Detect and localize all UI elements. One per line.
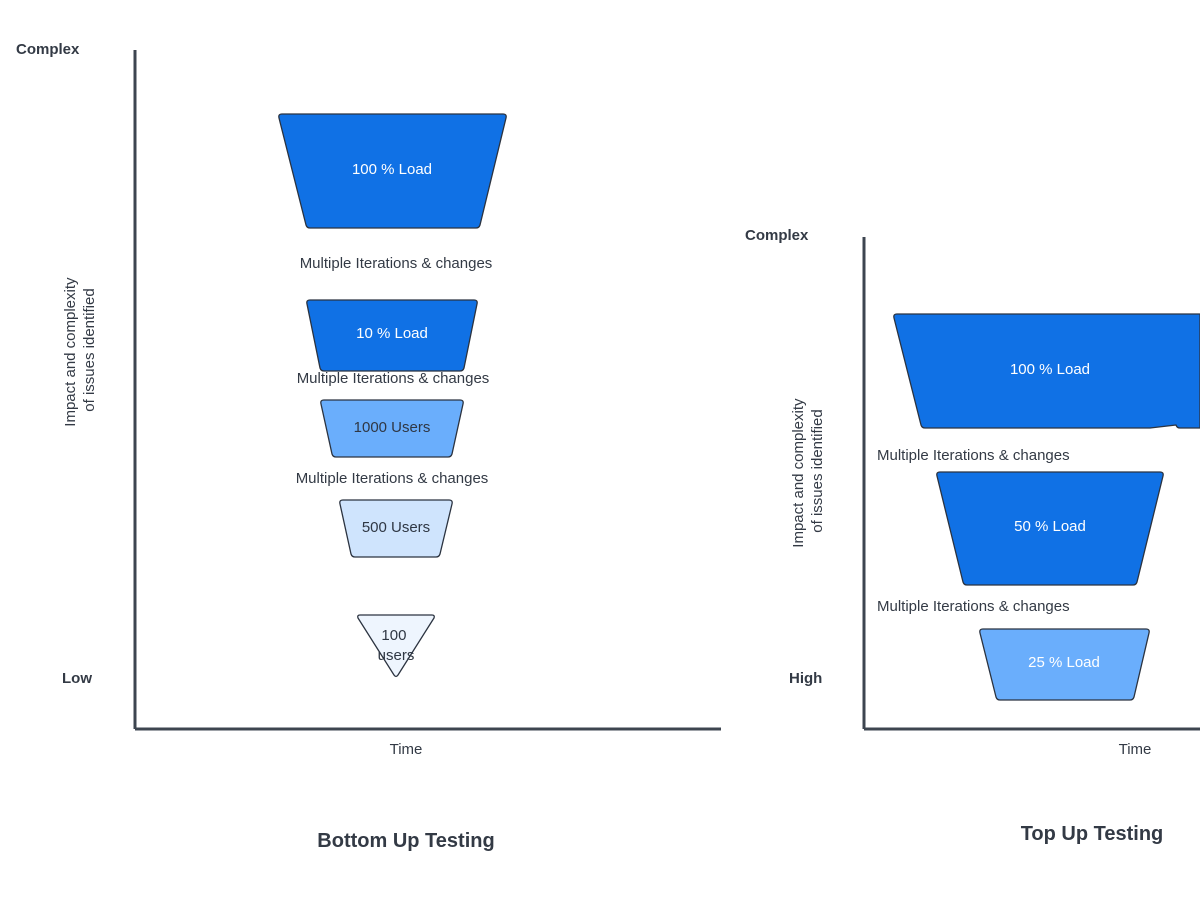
trapezoid-shape [339,499,453,558]
left-shape-500-users: 500 Users [339,499,453,558]
left-shape-100-users: 100 users [357,614,435,678]
shape-label: 100 users [378,627,415,664]
shape-label: 100 % Load [1010,361,1090,378]
left-y-bottom-label: Low [62,670,92,687]
right-y-axis-title-line2: of issues identified [809,409,826,532]
shape-label: 50 % Load [1014,518,1086,535]
shape-label: 500 Users [362,519,430,536]
left-y-axis-title-line1: Impact and complexity [62,277,79,427]
right-x-axis-label: Time [1119,741,1152,758]
top-up-diagram: Complex High Impact and complexity of is… [745,227,1200,845]
right-iteration-label-1: Multiple Iterations & changes [877,447,1070,464]
right-y-bottom-label: High [789,670,822,687]
trapezoid-shape [320,399,464,458]
right-shape-25-load: 25 % Load [979,628,1150,701]
shape-label-line1: 100 [381,627,406,644]
right-y-axis-title: Impact and complexity of issues identifi… [790,394,826,547]
trapezoid-shape [979,628,1150,701]
left-iteration-label-3: Multiple Iterations & changes [296,470,489,487]
left-shape-100-load: 100 % Load [278,113,507,229]
left-iteration-label-2: Multiple Iterations & changes [297,370,490,387]
right-y-top-label: Complex [745,227,809,244]
right-y-axis-title-line1: Impact and complexity [790,398,807,548]
right-shape-100-load: 100 % Load [893,313,1200,429]
shape-label: 25 % Load [1028,654,1100,671]
left-y-axis-title-line2: of issues identified [81,288,98,411]
left-y-top-label: Complex [16,41,80,58]
shape-label: 10 % Load [356,325,428,342]
trapezoid-shape [306,299,478,372]
left-shape-10-load: 10 % Load [306,299,478,372]
right-diagram-title: Top Up Testing [1021,823,1164,845]
shape-label-line2: users [378,647,415,664]
left-iteration-label-1: Multiple Iterations & changes [300,255,493,272]
trapezoid-shape [278,113,507,229]
shape-label: 1000 Users [354,419,431,436]
bottom-up-diagram: Complex Low Impact and complexity of iss… [16,41,721,852]
left-x-axis-label: Time [390,741,423,758]
left-shape-1000-users: 1000 Users [320,399,464,458]
triangle-shape [357,614,435,678]
right-shape-50-load: 50 % Load [936,471,1164,586]
shape-label: 100 % Load [352,161,432,178]
trapezoid-shape [893,313,1200,429]
left-diagram-title: Bottom Up Testing [317,830,494,852]
trapezoid-shape [936,471,1164,586]
left-y-axis-title: Impact and complexity of issues identifi… [62,273,98,426]
right-iteration-label-2: Multiple Iterations & changes [877,598,1070,615]
